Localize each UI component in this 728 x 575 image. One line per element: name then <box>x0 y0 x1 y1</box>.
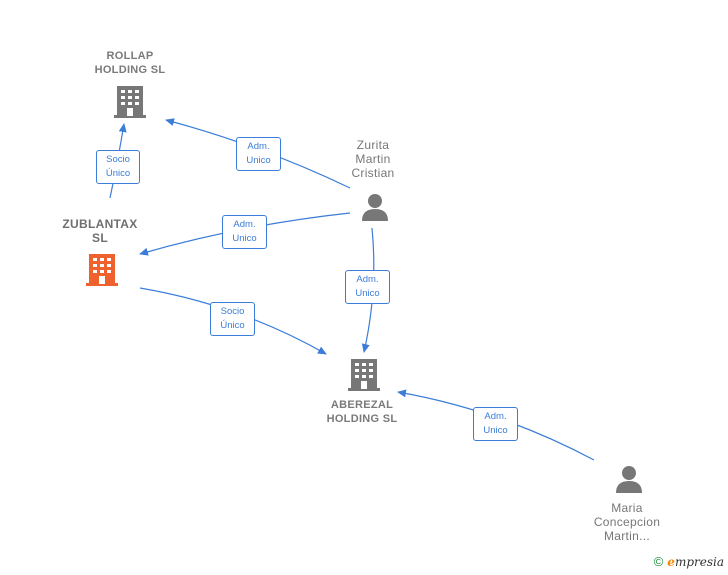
edge-label-line: Adm. <box>356 274 379 285</box>
node-label-line: Cristian <box>351 166 395 180</box>
node-label-zurita[interactable]: Zurita Martin Cristian <box>323 138 423 180</box>
edge-label-line: Adm. <box>484 411 507 422</box>
edge-label-maria-aberezal: Adm. Unico <box>473 407 518 441</box>
edge-label-line: Socio <box>106 154 130 165</box>
brand-logo[interactable]: empresia <box>667 555 724 569</box>
brand-initial: e <box>667 554 675 569</box>
edge-label-zurita-rollap: Adm. Unico <box>236 137 281 171</box>
node-label-rollap[interactable]: ROLLAP HOLDING SL <box>80 49 180 77</box>
edge-label-line: Adm. <box>247 141 270 152</box>
node-label-aberezal[interactable]: ABEREZAL HOLDING SL <box>312 398 412 426</box>
node-label-line: Maria <box>611 501 643 515</box>
brand-name: mpresia <box>674 554 724 569</box>
edge-label-zurita-aberezal: Adm. Unico <box>345 270 390 304</box>
node-label-line: ROLLAP <box>106 50 154 62</box>
building-icon <box>348 359 380 391</box>
building-icon-highlighted <box>86 254 118 286</box>
edge-label-zublantax-rollap: Socio Único <box>96 150 140 184</box>
edge-label-line: Unico <box>355 288 380 299</box>
node-label-line: HOLDING SL <box>94 64 166 76</box>
node-label-line: HOLDING SL <box>326 413 398 425</box>
person-icon <box>616 466 642 493</box>
edge-label-zurita-zublantax: Adm. Unico <box>222 215 267 249</box>
node-label-line: Martin... <box>603 529 651 543</box>
node-label-line: SL <box>92 231 108 245</box>
person-icon <box>362 194 388 221</box>
node-label-line: Martin <box>355 152 391 166</box>
node-label-zublantax[interactable]: ZUBLANTAX SL <box>50 217 150 245</box>
edge-label-zublantax-aberezal: Socio Único <box>210 302 255 336</box>
node-label-maria[interactable]: Maria Concepcion Martin... <box>577 501 677 543</box>
edge-label-line: Adm. <box>233 219 256 230</box>
node-label-line: ABEREZAL <box>330 399 394 411</box>
node-label-line: Concepcion <box>593 515 661 529</box>
node-label-line: ZUBLANTAX <box>62 217 138 231</box>
edge-label-line: Único <box>105 168 131 179</box>
edge-label-line: Socio <box>220 306 245 317</box>
edge-label-line: Unico <box>232 233 257 244</box>
copyright-symbol: © <box>653 554 664 569</box>
footer-credit: © empresia <box>654 554 724 569</box>
node-label-line: Zurita <box>356 138 390 152</box>
edge-label-line: Unico <box>483 425 508 436</box>
edge-label-line: Unico <box>246 155 271 166</box>
building-icon <box>114 86 146 118</box>
edge-label-line: Único <box>220 320 245 331</box>
